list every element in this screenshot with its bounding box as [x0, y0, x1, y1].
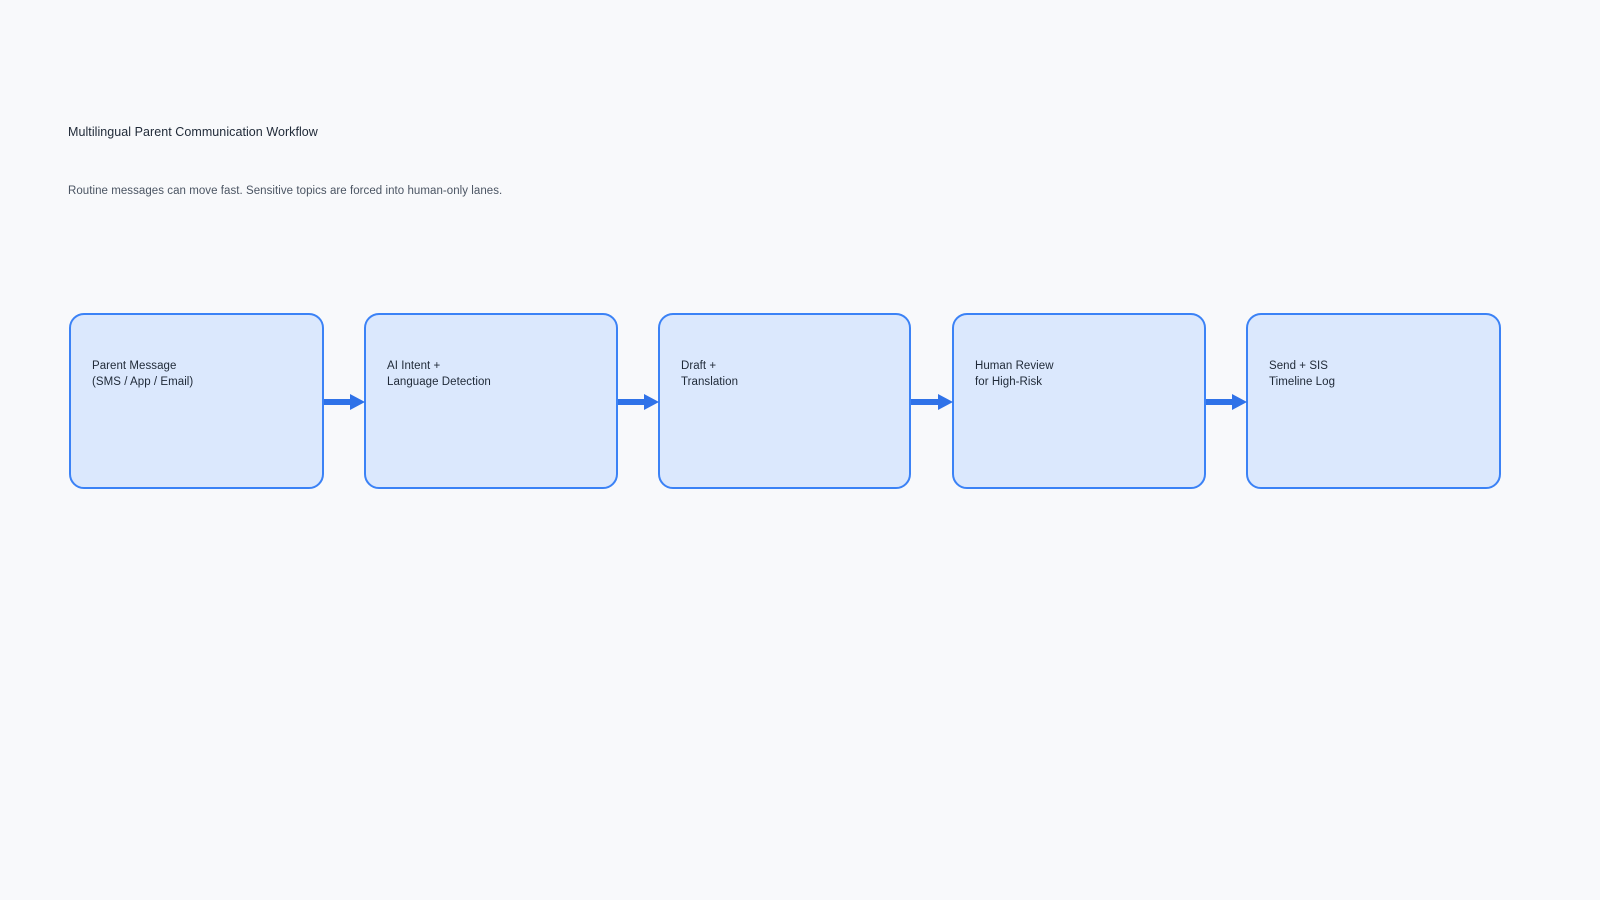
arrow-right-icon [618, 394, 659, 410]
flow-node-label: Human Review for High-Risk [975, 359, 1054, 390]
flow-node-label-line2: Timeline Log [1269, 375, 1336, 388]
flow-node-label: AI Intent + Language Detection [387, 359, 491, 390]
flow-node-ai-intent[interactable]: AI Intent + Language Detection [364, 313, 618, 489]
flow-arrow-parent-message-to-ai-intent [324, 391, 365, 413]
flow-node-label-line1: Draft + [681, 360, 717, 372]
flow-node-send-sis[interactable]: Send + SIS Timeline Log [1246, 313, 1501, 489]
flow-node-label-line2: (SMS / App / Email) [92, 375, 194, 388]
flow-arrow-ai-intent-to-draft-translation [618, 391, 659, 413]
flow-node-human-review[interactable]: Human Review for High-Risk [952, 313, 1206, 489]
flow-node-label-line2: Translation [681, 375, 739, 388]
arrow-right-icon [324, 394, 365, 410]
flow-node-label: Parent Message (SMS / App / Email) [92, 359, 193, 390]
flow-node-label: Draft + Translation [681, 359, 738, 390]
flow-node-label-line1: AI Intent + [387, 360, 441, 372]
flow-arrow-human-review-to-send-sis [1206, 391, 1247, 413]
page-title: Multilingual Parent Communication Workfl… [68, 125, 318, 139]
workflow-flow-row: Parent Message (SMS / App / Email) AI Inte… [0, 313, 1600, 489]
flow-node-label-line2: for High-Risk [975, 375, 1043, 388]
flow-node-label-line1: Human Review [975, 360, 1054, 372]
flow-node-label-line1: Parent Message [92, 360, 177, 372]
flow-node-label: Send + SIS Timeline Log [1269, 359, 1335, 390]
arrow-right-icon [1206, 394, 1247, 410]
arrow-right-icon [911, 394, 953, 410]
flow-node-parent-message[interactable]: Parent Message (SMS / App / Email) [69, 313, 324, 489]
flow-arrow-draft-translation-to-human-review [911, 391, 953, 413]
flow-node-label-line1: Send + SIS [1269, 360, 1328, 372]
flow-node-draft-translation[interactable]: Draft + Translation [658, 313, 911, 489]
flow-node-label-line2: Language Detection [387, 375, 491, 388]
page-subtitle: Routine messages can move fast. Sensitiv… [68, 185, 503, 197]
